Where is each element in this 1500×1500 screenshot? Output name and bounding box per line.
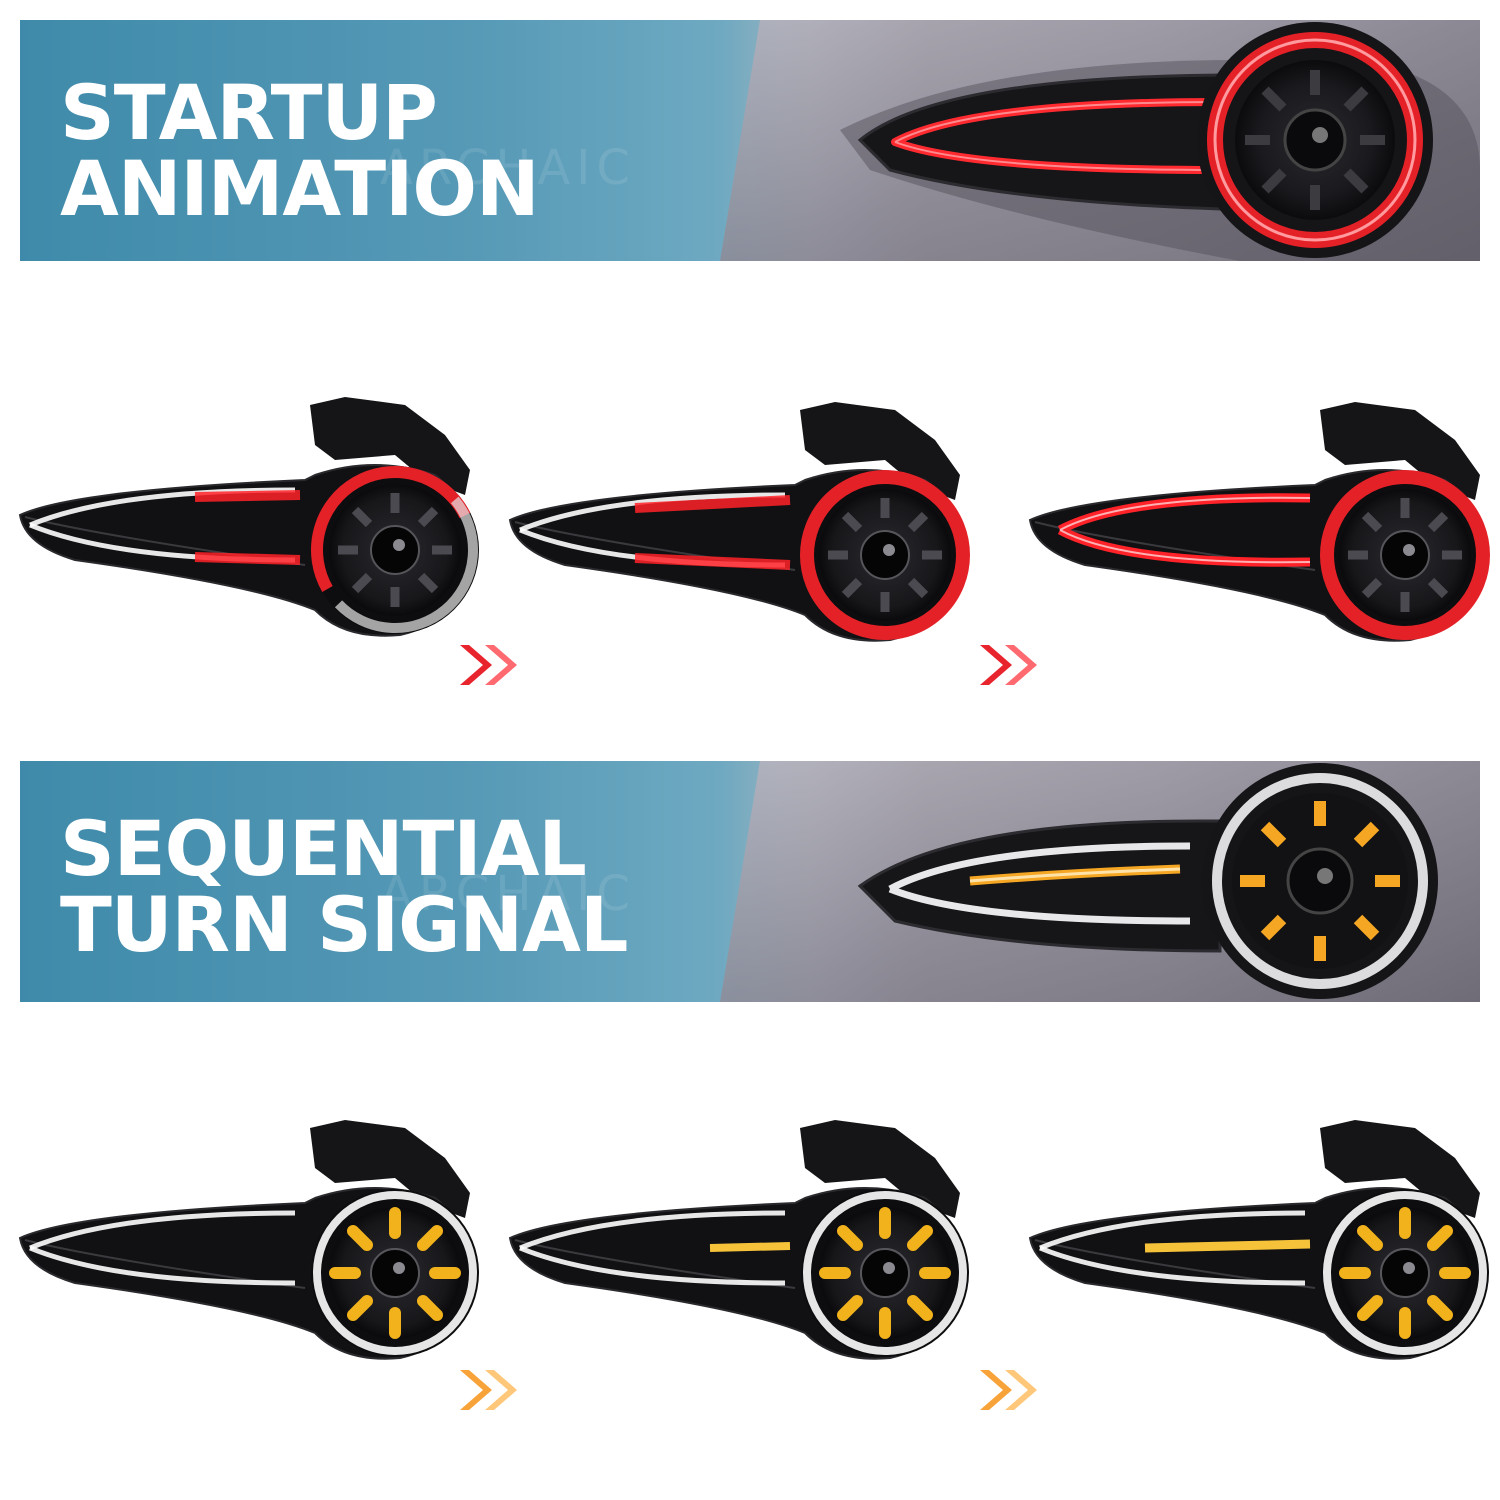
next-arrow-icon (460, 1370, 517, 1410)
turn-signal-banner-photo (720, 761, 1480, 1002)
turn-signal-banner: SEQUENTIAL TURN SIGNAL ARCHAIC (20, 761, 1480, 1002)
turn-signal-title-line-2: TURN SIGNAL (60, 880, 628, 969)
turn-signal-title-line-1: SEQUENTIAL (60, 804, 587, 893)
startup-step-3-lamp (1025, 390, 1495, 660)
next-arrow-icon (460, 645, 517, 685)
watermark-text: ARCHAIC (380, 866, 636, 922)
next-arrow-icon (980, 1370, 1037, 1410)
startup-title-line-1: STARTUP (60, 68, 438, 157)
turn-step-2-lamp (505, 1108, 975, 1378)
turn-signal-title: SEQUENTIAL TURN SIGNAL (60, 804, 628, 969)
startup-step-1-lamp (15, 385, 485, 655)
next-arrow-icon (980, 645, 1037, 685)
turn-step-3-lamp (1025, 1108, 1495, 1378)
startup-banner-photo (720, 20, 1480, 261)
watermark-text: ARCHAIC (380, 140, 636, 196)
turn-step-1-lamp (15, 1108, 485, 1378)
startup-step-2-lamp (505, 390, 975, 660)
startup-title-line-2: ANIMATION (60, 144, 540, 233)
startup-title: STARTUP ANIMATION (60, 68, 540, 233)
startup-banner: STARTUP ANIMATION ARCHAIC (20, 20, 1480, 261)
